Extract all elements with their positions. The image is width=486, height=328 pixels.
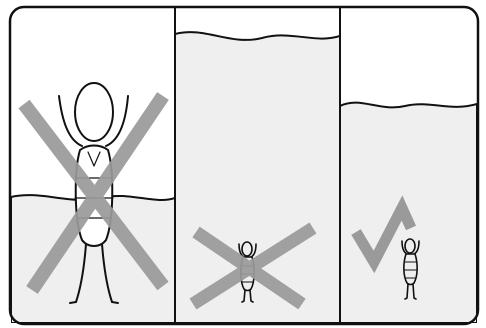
- diagram-svg: [0, 0, 486, 328]
- safety-diagram: [0, 0, 486, 328]
